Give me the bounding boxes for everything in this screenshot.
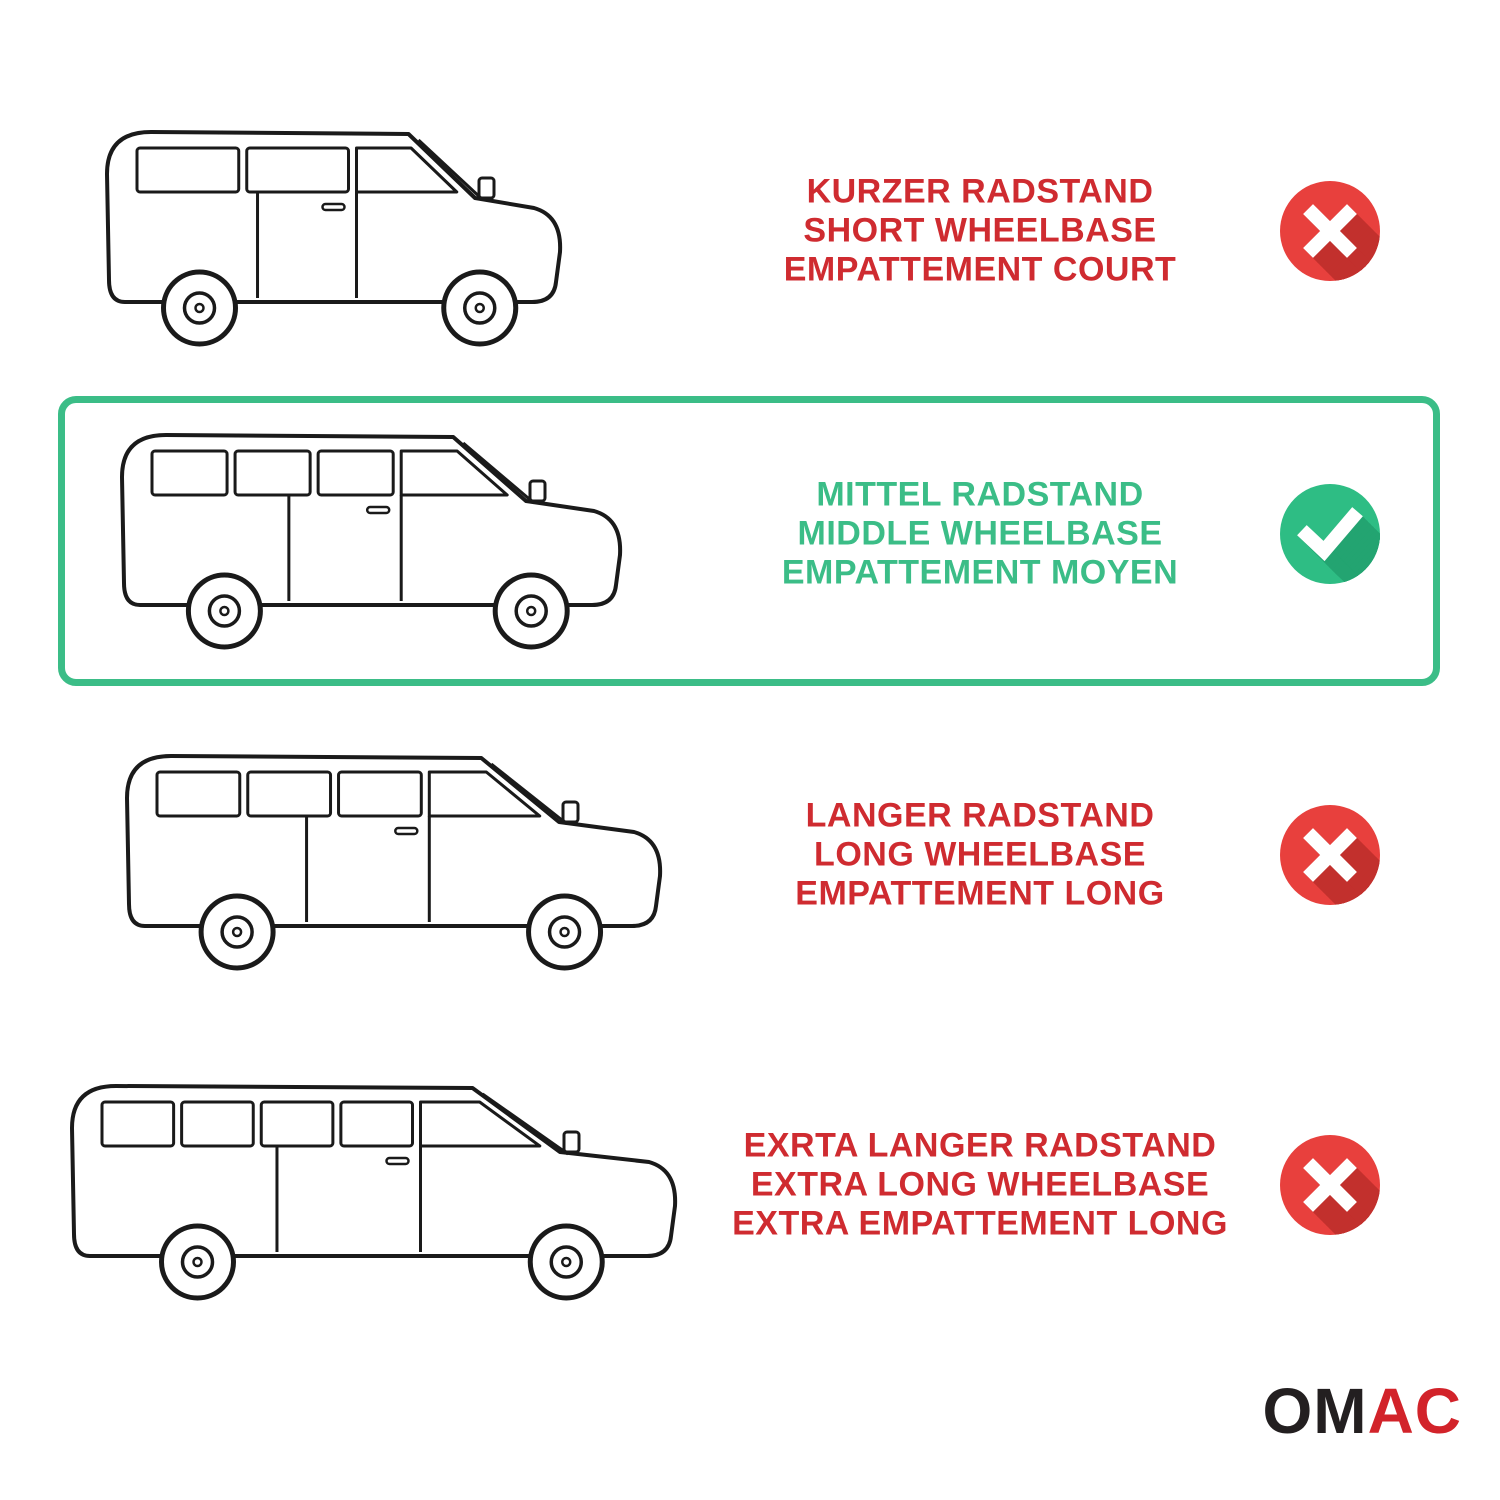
label-line-fr: EMPATTEMENT LONG [795,874,1165,912]
label-line-fr: EMPATTEMENT MOYEN [781,553,1179,592]
option-row-middle-wheelbase: MITTEL RADSTAND MIDDLE WHEELBASE EMPATTE… [0,392,1500,676]
extra-long-wheelbase-van-illustration [60,1060,685,1310]
cross-icon [1278,803,1382,907]
label-line-fr: EXTRA EMPATTEMENT LONG [732,1204,1228,1242]
label-line-en: SHORT WHEELBASE [803,211,1157,249]
omac-logo: OMAC [1262,1374,1462,1448]
option-row-short-wheelbase: KURZER RADSTAND SHORT WHEELBASE EMPATTEM… [0,88,1500,373]
cross-icon [1278,179,1382,283]
long-wheelbase-van-illustration [115,730,670,980]
label-line-en: LONG WHEELBASE [814,835,1146,873]
selected-option-outline [58,396,1440,686]
label-line-de: KURZER RADSTAND [806,172,1154,210]
option-row-long-wheelbase: LANGER RADSTAND LONG WHEELBASE EMPATTEME… [0,722,1500,987]
logo-text-red: AC [1367,1375,1462,1447]
logo-text-black: OM [1262,1375,1368,1447]
option-label: EXRTA LANGER RADSTAND EXTRA LONG WHEELBA… [700,1126,1260,1243]
option-label: KURZER RADSTAND SHORT WHEELBASE EMPATTEM… [700,172,1260,289]
option-label: LANGER RADSTAND LONG WHEELBASE EMPATTEME… [700,796,1260,913]
label-line-en: EXTRA LONG WHEELBASE [750,1165,1210,1203]
middle-wheelbase-van-illustration [110,409,630,659]
short-wheelbase-van-illustration [95,106,570,356]
label-line-de: EXRTA LANGER RADSTAND [743,1126,1217,1164]
option-row-extra-long-wheelbase: EXRTA LANGER RADSTAND EXTRA LONG WHEELBA… [0,1042,1500,1327]
check-icon [1278,482,1382,586]
label-line-de: MITTEL RADSTAND [816,475,1144,514]
label-line-en: MIDDLE WHEELBASE [797,514,1163,553]
cross-icon [1278,1133,1382,1237]
label-line-de: LANGER RADSTAND [805,796,1155,834]
option-label: MITTEL RADSTAND MIDDLE WHEELBASE EMPATTE… [700,476,1260,593]
label-line-fr: EMPATTEMENT COURT [783,250,1177,288]
